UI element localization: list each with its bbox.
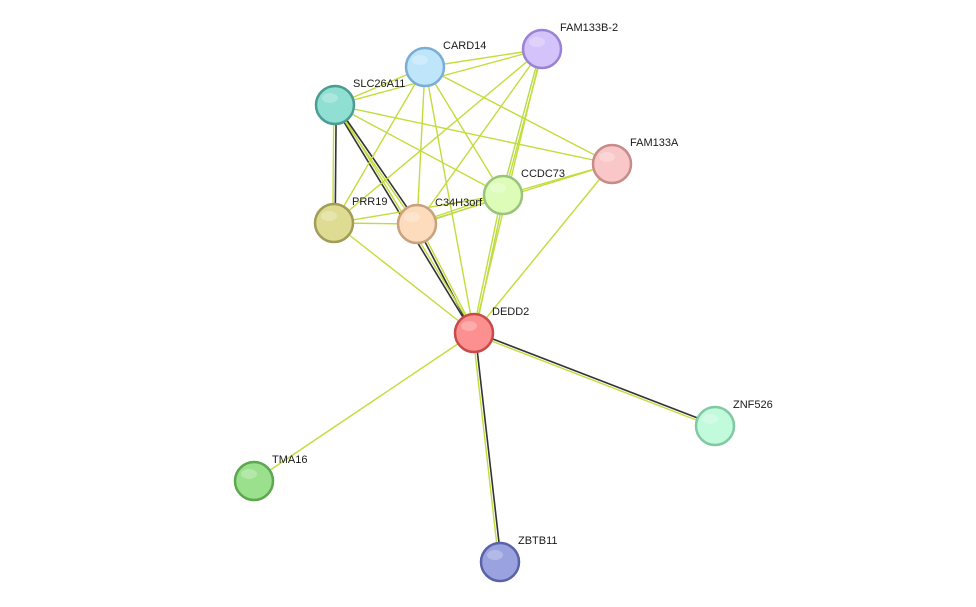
node-highlight [529,37,545,47]
node-label: CARD14 [443,40,486,52]
edge-line-text_mining [473,163,613,334]
node-label: SLC26A11 [353,78,405,90]
edge-line-coexpression [415,223,474,335]
edge-SLC26A11-C34H3orf[interactable] [333,103,419,226]
node-circle[interactable] [482,174,524,216]
node-label: DEDD2 [492,306,529,318]
edge-line-coexpression [474,332,502,563]
node-zbtb11[interactable]: ZBTB11 [479,535,558,583]
edge-line-text_mining [334,104,504,196]
node-circle[interactable] [314,84,356,126]
node-circle[interactable] [396,203,438,245]
edge-DEDD2-PRR19[interactable] [333,222,475,334]
node-label: FAM133A [630,137,679,149]
edge-SLC26A11-CCDC73[interactable] [334,104,504,196]
edges-layer [253,47,717,563]
edge-DEDD2-ZNF526[interactable] [472,331,717,428]
node-label: PRR19 [352,196,387,208]
node-fam133a[interactable]: FAM133A [591,137,679,185]
node-highlight [461,321,477,331]
edge-FAM133B-2-C34H3orf[interactable] [416,48,543,225]
edge-line-database [501,47,542,196]
node-circle[interactable] [479,541,521,583]
edge-CARD14-CCDC73[interactable] [424,66,504,196]
edge-DEDD2-ZBTB11[interactable] [472,332,502,563]
node-highlight [412,55,428,65]
edge-line-text_mining [416,66,426,225]
edge-line-text_mining [417,222,476,334]
edge-DEDD2-CARD14[interactable] [424,66,475,334]
node-label: FAM133B-2 [560,22,618,34]
node-highlight [487,550,503,560]
node-slc26a11[interactable]: SLC26A11 [314,78,405,126]
node-circle[interactable] [453,312,495,354]
node-dedd2[interactable]: DEDD2 [453,306,529,354]
node-label: ZBTB11 [518,535,558,547]
node-label: ZNF526 [733,399,773,411]
edge-line-text_mining [472,194,503,334]
node-znf526[interactable]: ZNF526 [694,399,773,447]
node-tma16[interactable]: TMA16 [233,454,307,502]
edge-CARD14-C34H3orf[interactable] [416,66,426,225]
node-prr19[interactable]: PRR19 [313,196,387,244]
edge-line-text_mining [333,48,543,224]
node-circle[interactable] [404,46,446,88]
edge-SLC26A11-FAM133A[interactable] [334,104,613,165]
edge-FAM133B-2-CCDC73[interactable] [501,47,544,197]
edge-line-text_mining [333,66,426,224]
edge-line-text_mining [334,104,613,165]
edge-line-text_mining [472,332,500,563]
edge-line-text_mining [333,222,475,334]
node-label: CCDC73 [521,168,565,180]
edge-line-text_mining [416,48,543,225]
node-highlight [702,414,718,424]
node-c34h3orf[interactable]: C34H3orf [396,197,483,245]
edge-CARD14-PRR19[interactable] [333,66,426,224]
node-highlight [241,469,257,479]
node-highlight [321,211,337,221]
edge-line-coexpression [335,103,419,225]
edge-DEDD2-C34H3orf[interactable] [415,222,476,335]
node-circle[interactable] [591,143,633,185]
node-label: TMA16 [272,454,307,466]
edge-line-text_mining [253,332,475,482]
edge-line-text_mining [503,48,544,197]
edge-line-text_mining [424,66,475,334]
node-label: C34H3orf [435,197,483,209]
node-fam133b-2[interactable]: FAM133B-2 [521,22,618,70]
node-circle[interactable] [313,202,355,244]
node-highlight [599,152,615,162]
node-highlight [404,212,420,222]
edge-DEDD2-TMA16[interactable] [253,332,475,482]
edge-line-text_mining [472,333,716,428]
node-highlight [322,93,338,103]
edge-line-coexpression [473,331,717,426]
edge-CARD14-FAM133A[interactable] [424,66,613,165]
edge-line-text_mining [424,66,504,196]
node-circle[interactable] [521,28,563,70]
edge-DEDD2-FAM133A[interactable] [473,163,613,334]
node-highlight [490,183,506,193]
edge-line-text_mining [424,66,613,165]
node-circle[interactable] [694,405,736,447]
edge-line-text_mining [333,104,417,226]
node-circle[interactable] [233,460,275,502]
edge-FAM133B-2-PRR19[interactable] [333,48,543,224]
node-ccdc73[interactable]: CCDC73 [482,168,565,216]
node-card14[interactable]: CARD14 [404,40,486,88]
